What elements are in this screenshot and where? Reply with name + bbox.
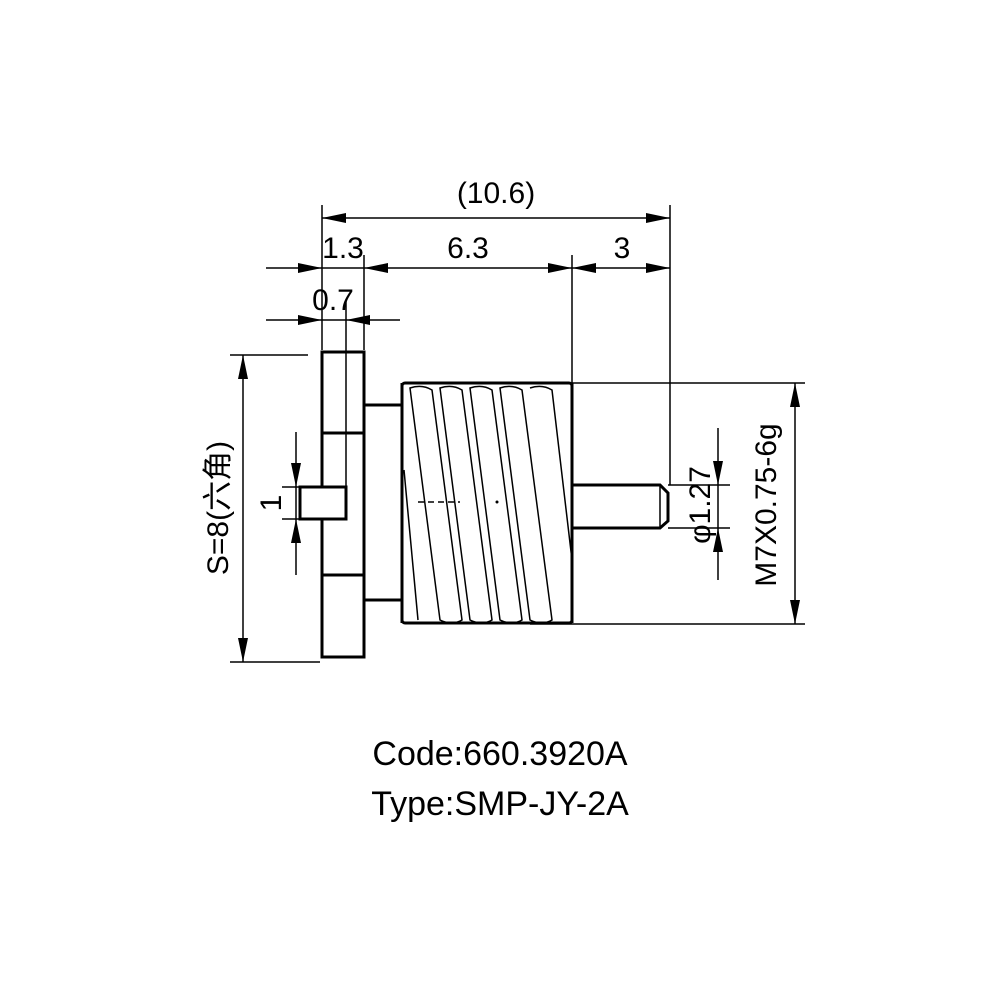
dim-slot bbox=[291, 432, 301, 575]
connector-body bbox=[298, 350, 670, 659]
extension-lines bbox=[230, 205, 805, 663]
dim-row-2 bbox=[266, 263, 670, 273]
neck bbox=[362, 403, 404, 602]
dim-pin bbox=[713, 428, 723, 580]
overall-length-label: (10.6) bbox=[457, 177, 535, 210]
flange-thickness-label: 0.7 bbox=[312, 284, 354, 317]
dim-hex bbox=[238, 355, 248, 662]
part-type: Type:SMP-JY-2A bbox=[371, 785, 629, 823]
dim-flange-thickness bbox=[266, 315, 400, 325]
dim-overall bbox=[322, 213, 670, 223]
flange-offset-label: 1.3 bbox=[322, 232, 364, 265]
flange-slot bbox=[298, 485, 348, 521]
center-pin bbox=[570, 483, 670, 530]
pin-length-label: 3 bbox=[614, 232, 631, 265]
thread-spec-label: M7X0.75-6g bbox=[750, 423, 783, 586]
hex-size-label: S=8(六角) bbox=[202, 441, 235, 575]
dim-thread bbox=[790, 383, 800, 624]
thread-lines bbox=[400, 383, 574, 624]
part-code: Code:660.3920A bbox=[372, 735, 628, 773]
pin-diameter-label: φ1.27 bbox=[684, 466, 717, 544]
slot-width-label: 1 bbox=[255, 495, 288, 512]
thread-length-label: 6.3 bbox=[447, 232, 489, 265]
